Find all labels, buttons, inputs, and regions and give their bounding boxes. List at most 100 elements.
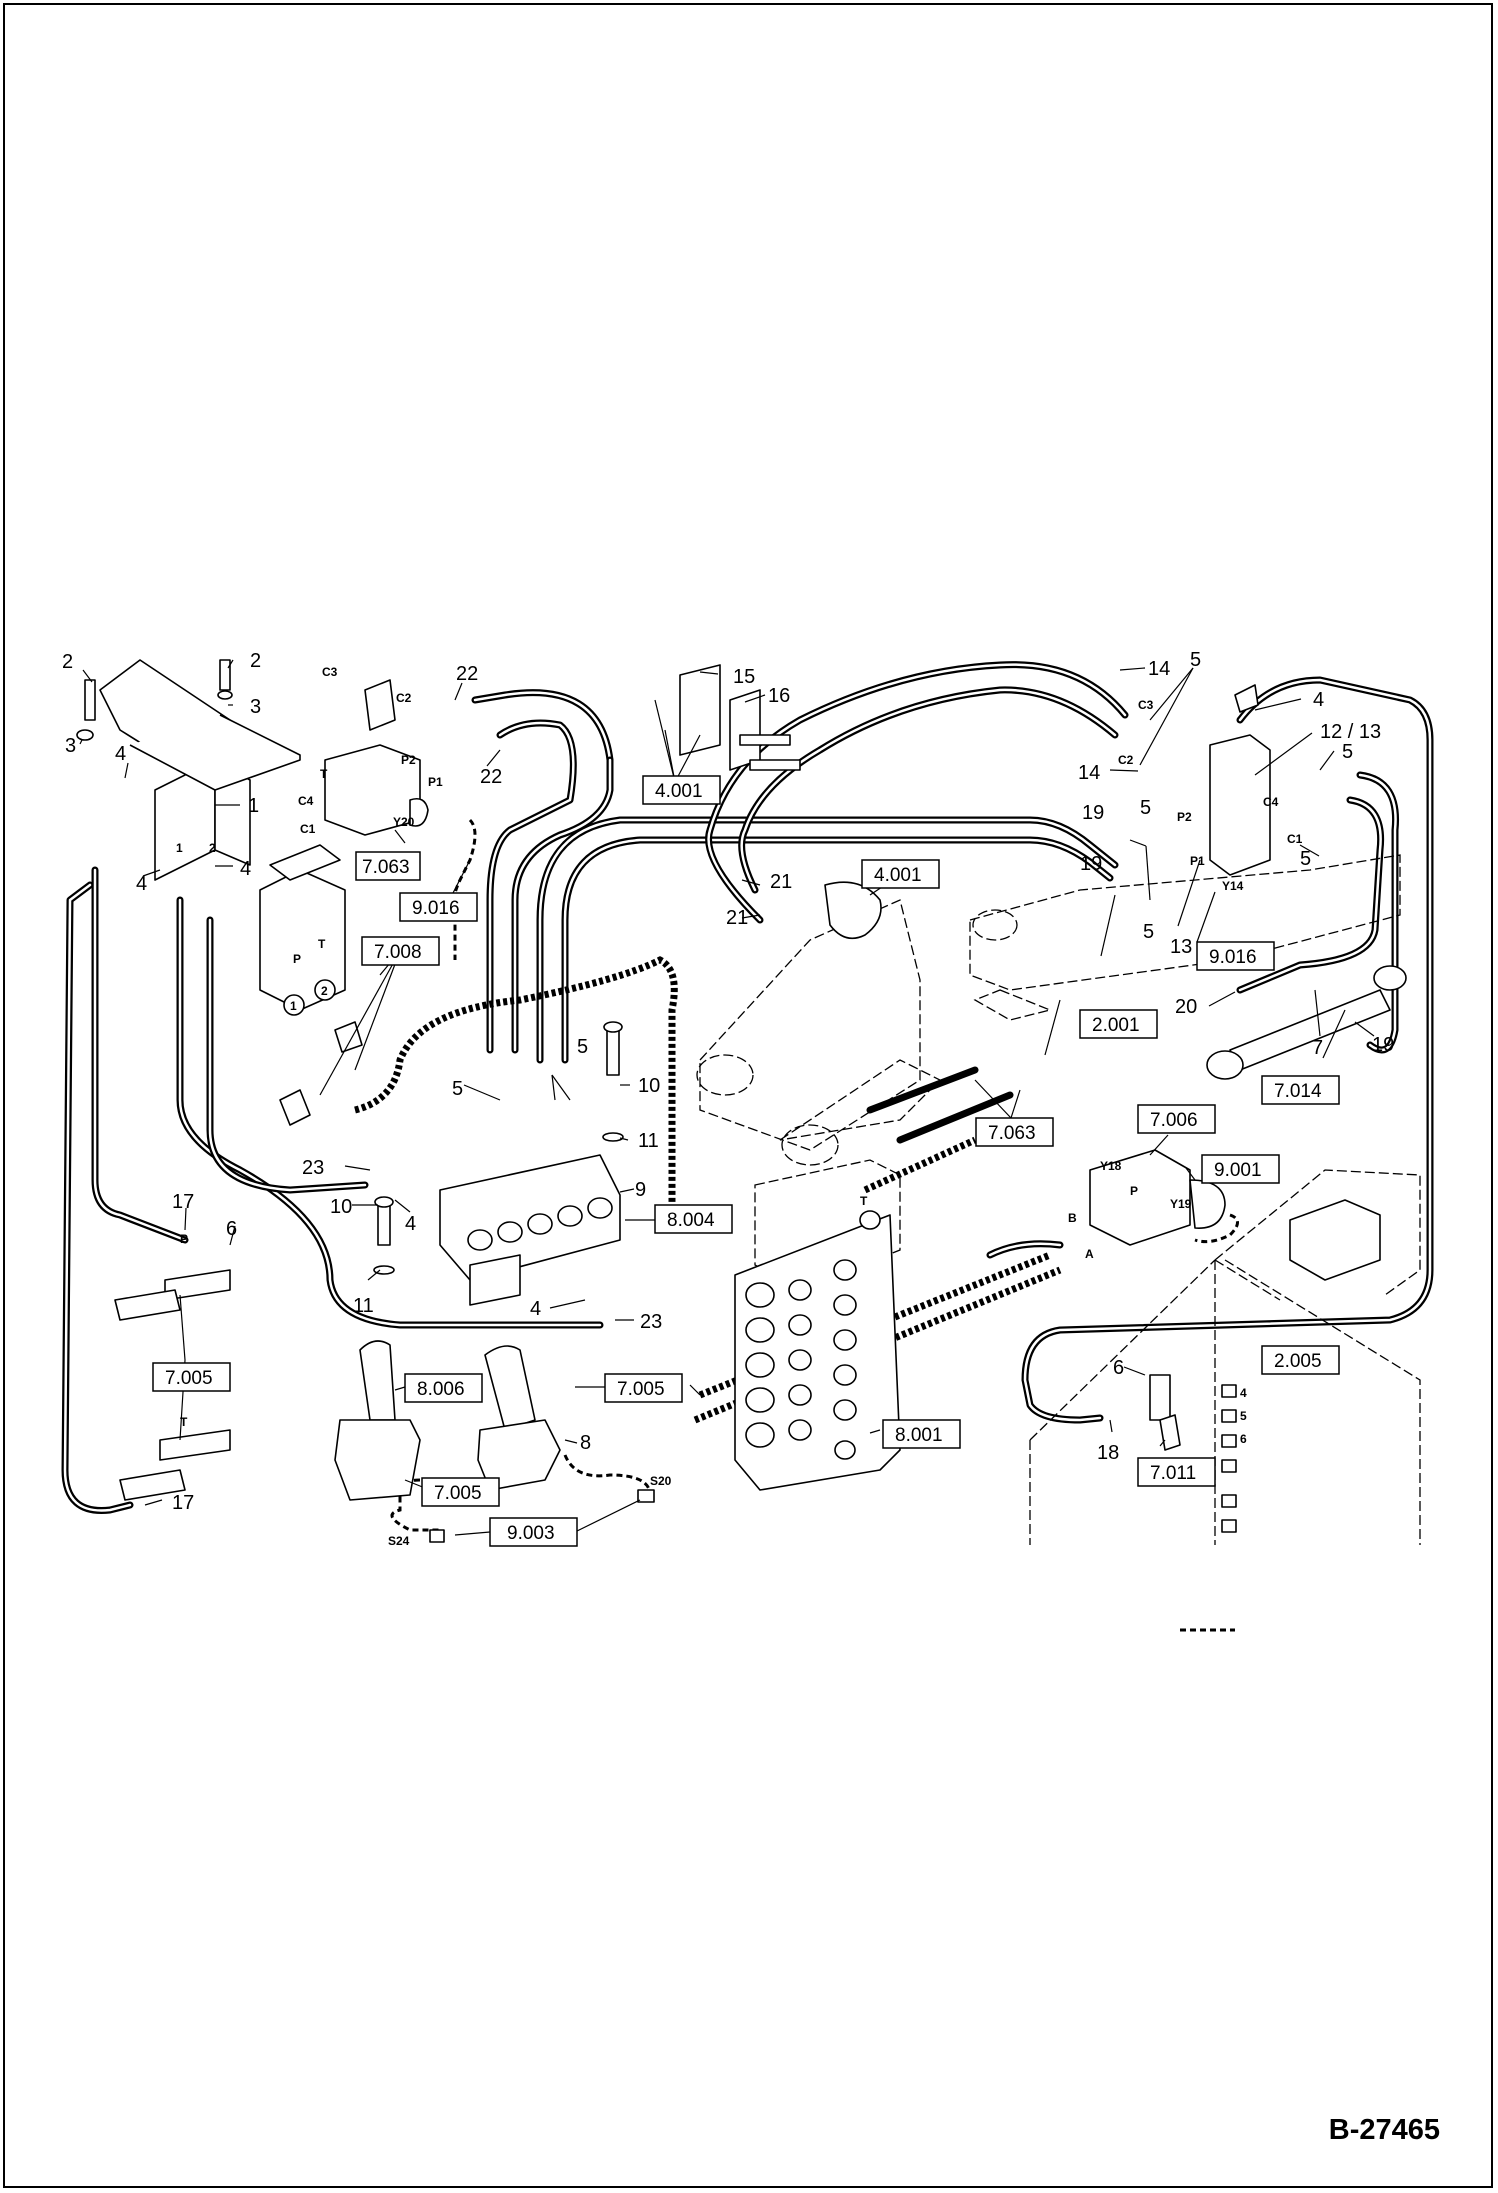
svg-text:C3: C3: [322, 665, 338, 679]
callout-10: 10: [330, 1196, 352, 1218]
svg-text:Y18: Y18: [1100, 1159, 1122, 1173]
svg-text:C4: C4: [1263, 795, 1279, 809]
svg-text:7.063: 7.063: [988, 1123, 1036, 1144]
ref-box: 7.005: [421, 1477, 500, 1507]
callout-21: 21: [726, 907, 748, 929]
callout-17: 17: [172, 1191, 194, 1213]
callout-22: 22: [456, 663, 478, 685]
svg-text:1: 1: [290, 999, 297, 1013]
svg-text:C2: C2: [1118, 753, 1134, 767]
callout-20: 20: [1175, 996, 1197, 1018]
svg-text:2: 2: [321, 984, 328, 998]
callout-12-13: 12 / 13: [1320, 721, 1381, 743]
svg-text:P: P: [293, 952, 301, 966]
callout-3: 3: [250, 696, 261, 718]
svg-text:2.005: 2.005: [1274, 1351, 1322, 1372]
svg-text:C1: C1: [300, 822, 316, 836]
svg-text:6: 6: [1240, 1432, 1247, 1446]
svg-text:7.006: 7.006: [1150, 1110, 1198, 1131]
svg-text:7.011: 7.011: [1150, 1463, 1196, 1484]
callout-4: 4: [1313, 689, 1324, 711]
svg-text:8.006: 8.006: [417, 1379, 465, 1400]
svg-text:7.005: 7.005: [434, 1483, 482, 1504]
svg-text:Y19: Y19: [1170, 1197, 1192, 1211]
callout-5: 5: [452, 1078, 463, 1100]
reference-boxes: 7.063 9.016 7.008 4.001 4.001 9.016 2.00…: [152, 775, 1340, 1547]
svg-text:7.008: 7.008: [374, 942, 422, 963]
callout-21: 21: [770, 871, 792, 893]
svg-text:T: T: [180, 1415, 188, 1429]
callout-4: 4: [530, 1298, 541, 1320]
port-labels: C3 C2 P2 P1 C4 C1 T Y20 T P 1 2 1 2 C3 C…: [176, 665, 1303, 1548]
callout-5: 5: [1190, 649, 1201, 671]
ref-box: 7.005: [604, 1373, 683, 1403]
callout-3: 3: [65, 735, 76, 757]
ref-box: 8.004: [654, 1204, 733, 1234]
svg-text:4.001: 4.001: [655, 781, 703, 802]
drawing-frame: [3, 3, 1493, 2188]
svg-text:S24: S24: [388, 1534, 410, 1548]
svg-text:4.001: 4.001: [874, 865, 922, 886]
ref-box: 4.001: [861, 859, 940, 889]
svg-text:T: T: [860, 1194, 868, 1208]
ref-box: 9.003: [489, 1517, 578, 1547]
callout-19: 19: [1082, 802, 1104, 824]
callout-5: 5: [1342, 741, 1353, 763]
ref-box: 7.008: [361, 936, 440, 966]
callout-2: 2: [250, 650, 261, 672]
callout-5: 5: [1143, 921, 1154, 943]
svg-text:1: 1: [176, 841, 183, 855]
callout-5: 5: [1140, 797, 1151, 819]
ref-box: 7.006: [1137, 1104, 1216, 1134]
hoses: [61, 661, 1434, 1514]
callout-5: 5: [1300, 848, 1311, 870]
svg-text:P2: P2: [1177, 810, 1192, 824]
callout-4: 4: [115, 743, 126, 765]
svg-text:S20: S20: [650, 1474, 672, 1488]
ref-box: 8.001: [882, 1419, 961, 1449]
ref-box: 7.063: [975, 1117, 1054, 1147]
callout-6: 6: [1113, 1357, 1124, 1379]
callout-5: 5: [577, 1036, 588, 1058]
svg-text:P2: P2: [401, 753, 416, 767]
svg-text:2.001: 2.001: [1092, 1015, 1140, 1036]
ref-box: 4.001: [642, 775, 721, 805]
svg-text:P: P: [1130, 1184, 1138, 1198]
ref-box: 8.006: [404, 1373, 483, 1403]
ref-box: 7.014: [1261, 1075, 1340, 1105]
callout-23: 23: [640, 1311, 662, 1333]
ref-box: 7.063: [355, 851, 421, 881]
callout-22: 22: [480, 766, 502, 788]
callout-10: 10: [638, 1075, 660, 1097]
svg-text:C1: C1: [1287, 832, 1303, 846]
ref-box: 2.005: [1261, 1345, 1340, 1375]
callout-19: 19: [1080, 853, 1102, 875]
callout-6: 6: [226, 1218, 237, 1240]
ref-box: 7.011: [1137, 1457, 1216, 1487]
callout-11: 11: [353, 1295, 374, 1317]
callout-19: 19: [1372, 1034, 1394, 1056]
ref-box: 7.005: [152, 1362, 231, 1392]
svg-text:C4: C4: [298, 794, 314, 808]
svg-text:8.004: 8.004: [667, 1210, 715, 1231]
callout-7: 7: [1312, 1037, 1323, 1059]
svg-text:9.016: 9.016: [1209, 947, 1257, 968]
callout-13: 13: [1170, 936, 1192, 958]
callout-4: 4: [240, 858, 251, 880]
ref-box: 2.001: [1079, 1009, 1158, 1039]
svg-text:P: P: [180, 1232, 188, 1246]
ref-box: 9.016: [399, 892, 478, 922]
svg-text:Y14: Y14: [1222, 879, 1244, 893]
svg-text:T: T: [318, 937, 326, 951]
ref-box: 9.016: [1196, 941, 1275, 971]
callout-15: 15: [733, 666, 755, 688]
svg-text:9.003: 9.003: [507, 1523, 555, 1544]
svg-text:Y20: Y20: [393, 815, 415, 829]
callout-18: 18: [1097, 1442, 1119, 1464]
svg-text:A: A: [1085, 1247, 1094, 1261]
callout-14: 14: [1078, 762, 1100, 784]
callout-4: 4: [136, 873, 147, 895]
callout-1: 1: [248, 795, 259, 817]
svg-text:C2: C2: [396, 691, 412, 705]
